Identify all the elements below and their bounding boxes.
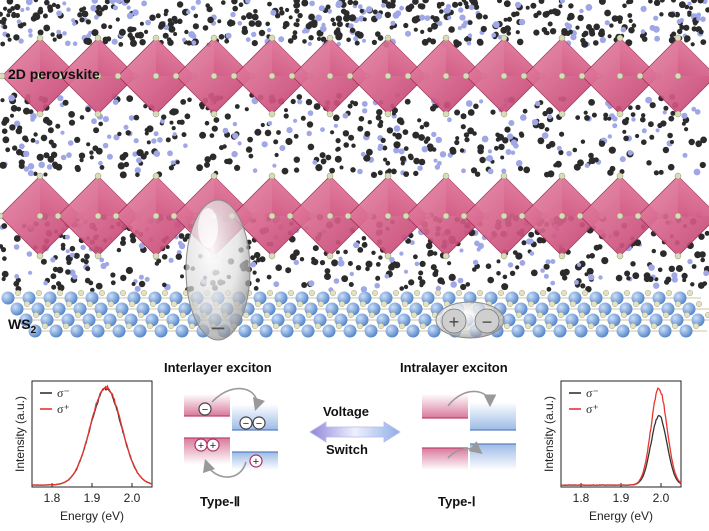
- band-alignment-diagrams: −−−+++−−−+++: [184, 387, 516, 478]
- x-axis-label: Energy (eV): [589, 509, 653, 523]
- voltage-label: Voltage: [323, 404, 369, 419]
- switch-label: Switch: [326, 442, 368, 457]
- type-ii-label: Type-Ⅱ: [200, 494, 241, 509]
- intralayer-exciton-title: Intralayer exciton: [400, 360, 508, 375]
- x-tick-label: 1.9: [84, 491, 101, 505]
- interlayer-exciton-bubble: −: [185, 199, 251, 343]
- svg-text:+: +: [253, 456, 259, 468]
- legend-label: σ⁻: [586, 386, 599, 400]
- svg-text:+: +: [449, 312, 460, 332]
- x-tick-label: 2.0: [124, 491, 141, 505]
- heterostructure-illustration: − + −: [0, 0, 709, 343]
- series-line-sigma-plus: [31, 384, 152, 486]
- legend-label: σ⁺: [57, 402, 70, 416]
- x-tick-label: 1.8: [44, 491, 61, 505]
- svg-text:+: +: [198, 440, 204, 452]
- legend-label: σ⁺: [586, 402, 599, 416]
- y-axis-label: Intensity (a.u.): [13, 396, 27, 472]
- plot-frame: [31, 380, 153, 488]
- svg-text:−: −: [256, 418, 262, 430]
- voltage-switch-arrow: [309, 421, 401, 443]
- organic-spacer-atoms: [0, 0, 709, 293]
- legend-label: σ⁻: [57, 386, 70, 400]
- svg-text:−: −: [243, 418, 249, 430]
- x-axis-label: Energy (eV): [60, 509, 124, 523]
- ws2-label: WS2: [8, 316, 36, 336]
- perovskite-label: 2D perovskite: [8, 66, 100, 82]
- series-line-sigma-plus: [561, 387, 682, 486]
- svg-text:−: −: [482, 312, 493, 332]
- type-i-diagram: [422, 390, 516, 470]
- y-axis-label: Intensity (a.u.): [542, 396, 556, 472]
- perovskite-octahedra: [0, 34, 709, 260]
- x-tick-label: 1.8: [573, 491, 590, 505]
- svg-text:−: −: [210, 313, 225, 343]
- series-line-sigma-minus: [560, 414, 682, 486]
- series-line-sigma-minus: [32, 387, 153, 486]
- intralayer-exciton-bubble: + −: [435, 301, 505, 339]
- x-tick-label: 2.0: [653, 491, 670, 505]
- ws2-label-subscript: 2: [30, 324, 37, 336]
- type-i-label: Type-Ⅰ: [438, 494, 476, 509]
- x-tick-label: 1.9: [613, 491, 630, 505]
- ws2-lattice: [1, 290, 709, 338]
- interlayer-exciton-title: Interlayer exciton: [164, 360, 272, 375]
- svg-text:+: +: [210, 440, 216, 452]
- ws2-label-main: WS: [8, 316, 31, 332]
- svg-text:−: −: [202, 404, 208, 416]
- perovskite-valence-band: [184, 438, 230, 464]
